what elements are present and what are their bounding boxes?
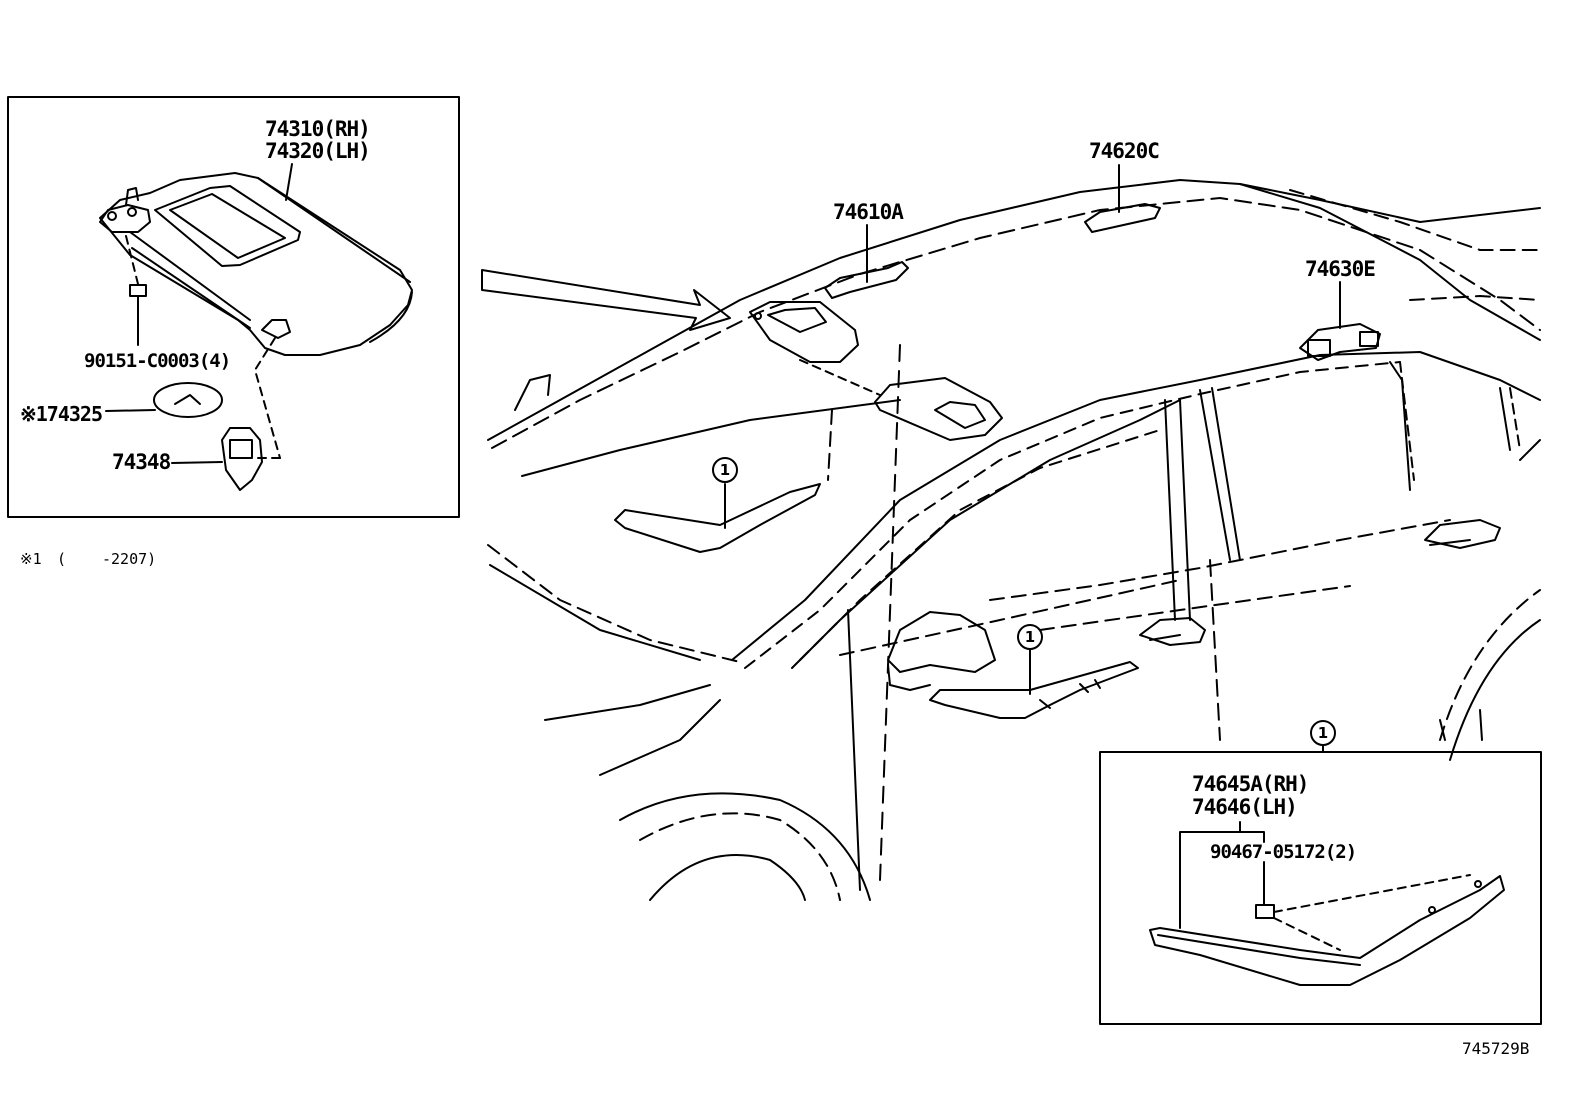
grip-c-drawing (1084, 203, 1161, 233)
part-label-grip-e: 74630E (1305, 257, 1376, 281)
part-label-cover: ※174325 (20, 402, 103, 426)
part-label-garnish-lh: 74646(LH) (1192, 795, 1298, 819)
pointer-arrow (481, 269, 731, 331)
screw-drawing (129, 284, 147, 346)
garnish-inset-frame (1099, 751, 1542, 1025)
part-label-holder: 74348 (112, 450, 171, 474)
car-sunvisor-right (874, 377, 1003, 441)
note-mark: ※1 (20, 550, 42, 568)
ref-callout-front-garnish: 1 (712, 457, 738, 483)
part-label-garnish-rh: 74645A(RH) (1192, 772, 1309, 796)
note-open-paren: ( (57, 550, 67, 568)
sunvisor-inset-frame (7, 96, 460, 518)
part-label-grip-c: 74620C (1089, 139, 1160, 163)
diagram-code: 745729B (1462, 1039, 1530, 1058)
part-label-clip: 90467-05172(2) (1210, 841, 1357, 863)
ref-callout-lower-garnish: 1 (1017, 624, 1043, 650)
side-mirror-drawing (887, 611, 996, 673)
part-label-grip-a: 74610A (833, 200, 904, 224)
garnish-detail-drawing (1149, 875, 1505, 986)
pillar-garnish-front (614, 483, 821, 553)
part-label-visor-rh: 74310(RH) (265, 117, 371, 141)
cover-drawing (153, 382, 223, 418)
part-label-screw: 90151-C0003(4) (84, 350, 231, 372)
car-sunvisor-left (749, 301, 859, 363)
ref-callout-inset: 1 (1310, 720, 1336, 746)
holder-drawing (171, 427, 263, 491)
sunvisor-drawing (99, 172, 413, 356)
pillar-garnish-lower (929, 661, 1139, 719)
grip-a-drawing (824, 261, 909, 299)
note-range: -2207) (102, 550, 157, 568)
part-label-visor-lh: 74320(LH) (265, 139, 371, 163)
clip-drawing (1255, 904, 1275, 919)
